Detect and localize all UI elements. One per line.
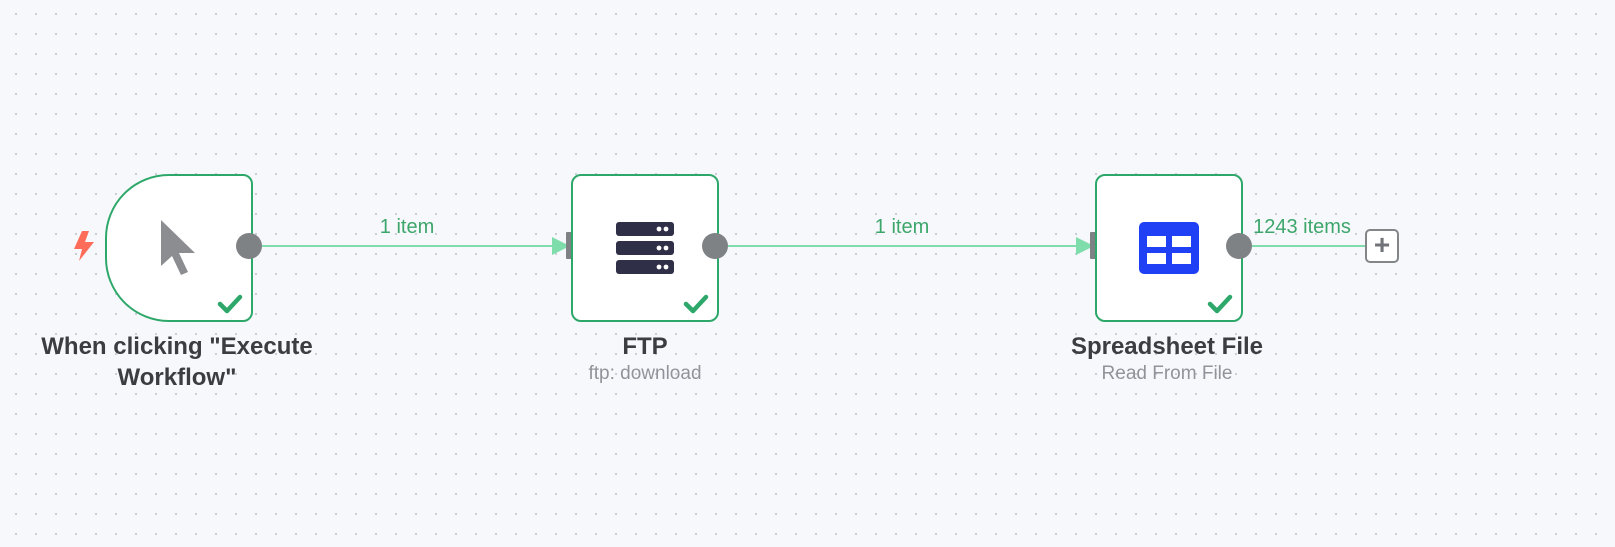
check-icon bbox=[217, 294, 243, 314]
server-icon bbox=[615, 222, 675, 274]
output-port[interactable] bbox=[702, 233, 728, 259]
connection-arrow bbox=[1076, 237, 1094, 255]
connection-line[interactable] bbox=[262, 245, 554, 247]
connection-item-count: 1 item bbox=[874, 216, 930, 238]
connection-item-count: 1 item bbox=[379, 216, 435, 238]
add-node-button[interactable]: + bbox=[1365, 229, 1399, 263]
table-icon bbox=[1139, 222, 1199, 274]
check-icon bbox=[683, 294, 709, 314]
node-subtitle: Read From File bbox=[1101, 363, 1233, 384]
node-title: FTP bbox=[622, 333, 668, 360]
check-icon bbox=[1207, 294, 1233, 314]
mouse-pointer-icon bbox=[157, 218, 201, 278]
bolt-icon bbox=[72, 230, 96, 262]
connection-item-count: 1243 items bbox=[1253, 216, 1351, 238]
node-spreadsheet-file[interactable] bbox=[1095, 174, 1243, 322]
node-subtitle: ftp: download bbox=[588, 363, 702, 384]
connection-line[interactable] bbox=[728, 245, 1078, 247]
node-title: When clicking "Execute Workflow" bbox=[41, 333, 313, 391]
node-title: Spreadsheet File bbox=[1070, 333, 1264, 360]
connection-arrow bbox=[552, 237, 570, 255]
connection-line[interactable] bbox=[1252, 245, 1366, 247]
output-port[interactable] bbox=[236, 233, 262, 259]
node-manual-trigger[interactable] bbox=[105, 174, 253, 322]
node-ftp[interactable] bbox=[571, 174, 719, 322]
output-port[interactable] bbox=[1226, 233, 1252, 259]
